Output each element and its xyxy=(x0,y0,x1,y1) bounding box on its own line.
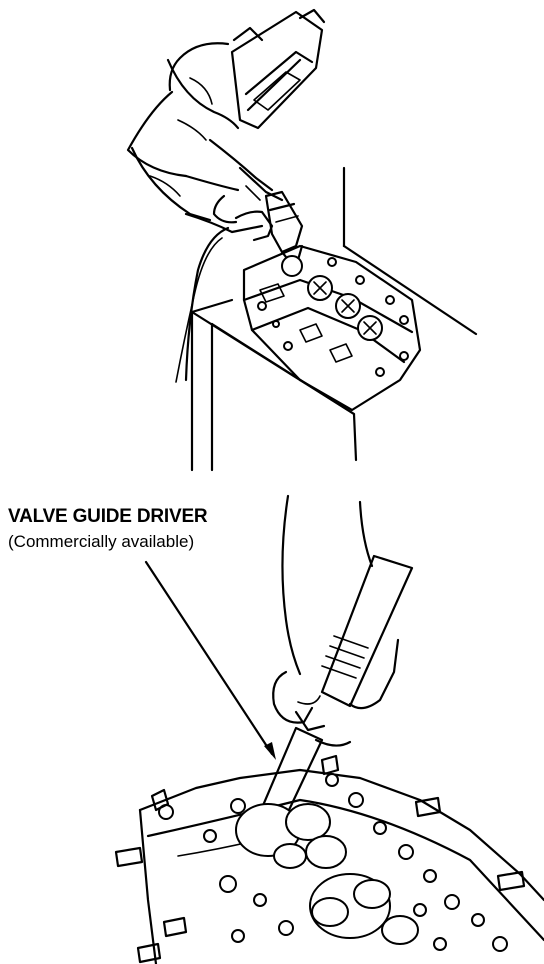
hand-and-arm xyxy=(272,494,400,747)
cylinder-head-on-bench xyxy=(242,244,422,412)
power-cord-edge xyxy=(175,237,223,383)
hammer-handle xyxy=(320,554,414,708)
bottom-scene-valve-guide-removal xyxy=(114,494,544,964)
top-scene-heating-cylinder-head xyxy=(126,8,478,472)
power-cord xyxy=(184,226,230,382)
workbench xyxy=(190,166,478,472)
cylinder-head-bottom xyxy=(114,754,544,964)
heat-gun-icon xyxy=(264,190,304,264)
arm-and-glove xyxy=(184,138,284,242)
technician-body xyxy=(126,42,240,222)
callout-subtitle: (Commercially available) xyxy=(8,532,195,551)
callout-title: VALVE GUIDE DRIVER xyxy=(8,506,208,527)
callout-leader-arrow xyxy=(144,560,276,760)
face-shield xyxy=(230,8,326,130)
